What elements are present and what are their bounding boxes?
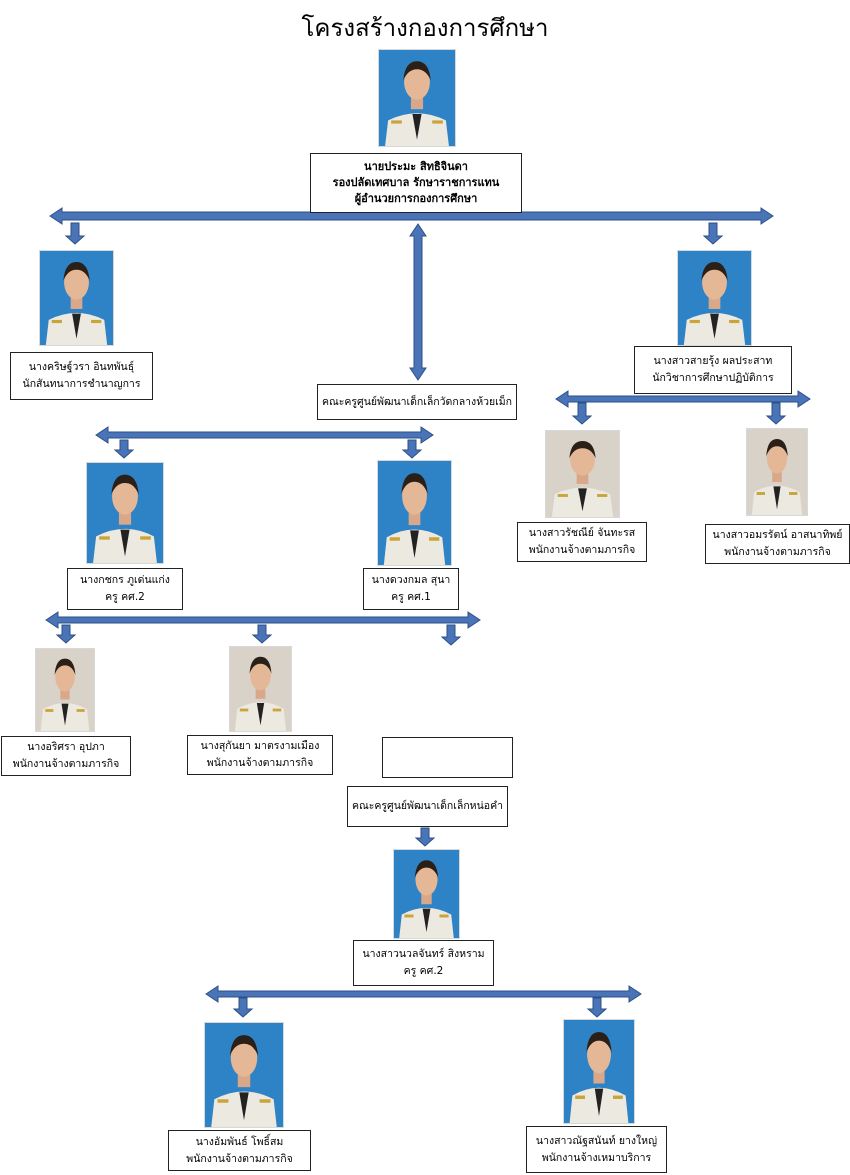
staff-b2-name: นางสาวณัฐสนันท์ ยางใหญ่: [535, 1134, 658, 1147]
staff-a1-box: นางอริศรา อุปภา พนักงานจ้างตามภารกิจ: [1, 736, 131, 776]
photo-staff-r1: [545, 430, 620, 518]
staff-a2-name: นางสุกันยา มาตรงามเมือง: [200, 740, 320, 752]
director-box: นายประมะ สิทธิจินดา รองปลัดเทศบาล รักษาร…: [310, 153, 522, 213]
center-b-label: คณะครูศูนย์พัฒนาเด็กเล็กหน่อคำ: [351, 800, 503, 812]
horizontal-arrow-15: [205, 985, 642, 1003]
down-arrow-17: [586, 997, 608, 1018]
staff-a2-position: พนักงานจ้างตามภารกิจ: [206, 757, 314, 769]
center-a-box: คณะครูศูนย์พัฒนาเด็กเล็กวัดกลางห้วยเม็ก: [317, 384, 517, 420]
staff-r2-box: นางสาวอมรรัตน์ อาสนาทิพย์ พนักงานจ้างตาม…: [705, 524, 850, 564]
photo-staff-r2: [746, 428, 808, 516]
teacher-a1-box: นางกชกร ภูเด่นแก่ง ครู คศ.2: [67, 568, 183, 610]
teacher-b1-name: นางสาวนวลจันทร์ สิงหราม: [362, 948, 485, 960]
staff-a1-name: นางอริศรา อุปภา: [27, 741, 105, 753]
teacher-a1-position: ครู คศ.2: [105, 591, 145, 603]
photo-left-officer: [39, 250, 114, 346]
empty-position-box: [382, 737, 513, 778]
horizontal-arrow-4: [555, 390, 811, 408]
right-officer-position: นักวิชาการศึกษาปฏิบัติการ: [652, 372, 774, 384]
down-arrow-16: [232, 997, 254, 1018]
center-b-box: คณะครูศูนย์พัฒนาเด็กเล็กหน่อคำ: [347, 786, 508, 827]
left-officer-name: นางคริษฐ์วรา อินทพันธุ์: [28, 361, 135, 373]
horizontal-arrow-10: [45, 611, 481, 629]
photo-teacher-a2: [377, 460, 452, 566]
staff-b1-position: พนักงานจ้างตามภารกิจ: [186, 1152, 293, 1165]
staff-r2-name: นางสาวอมรรัตน์ อาสนาทิพย์: [712, 529, 843, 541]
staff-b1-box: นางอัมพันธ์ โพธิ์สม พนักงานจ้างตามภารกิจ: [168, 1130, 311, 1171]
photo-teacher-b1: [393, 849, 460, 939]
teacher-b1-box: นางสาวนวลจันทร์ สิงหราม ครู คศ.2: [353, 940, 494, 986]
photo-staff-a2: [229, 646, 292, 732]
down-arrow-9: [401, 439, 423, 459]
staff-r2-position: พนักงานจ้างตามภารกิจ: [724, 546, 831, 558]
staff-r1-position: พนักงานจ้างตามภารกิจ: [528, 544, 636, 556]
teacher-a2-name: นางดวงกมล สุนา: [371, 574, 451, 586]
staff-b2-box: นางสาวณัฐสนันท์ ยางใหญ่ พนักงานจ้างเหมาบ…: [526, 1126, 667, 1173]
teacher-a1-name: นางกชกร ภูเด่นแก่ง: [80, 574, 170, 586]
photo-right-officer: [677, 250, 752, 346]
staff-b2-position: พนักงานจ้างเหมาบริการ: [541, 1151, 652, 1164]
staff-a2-box: นางสุกันยา มาตรงามเมือง พนักงานจ้างตามภา…: [187, 735, 333, 775]
page-title: โครงสร้างกองการศึกษา: [301, 14, 549, 42]
right-officer-box: นางสาวสายรุ้ง ผลประสาท นักวิชาการศึกษาปฏ…: [634, 346, 792, 394]
left-officer-position: นักสันทนาการชำนาญการ: [22, 378, 141, 390]
down-arrow-6: [765, 402, 787, 425]
teacher-b1-position: ครู คศ.2: [403, 965, 444, 977]
photo-staff-b1: [204, 1022, 284, 1128]
staff-r1-name: นางสาวรัชณีย์ จันทะรส: [528, 527, 636, 539]
right-officer-name: นางสาวสายรุ้ง ผลประสาท: [653, 355, 773, 367]
horizontal-arrow-7: [95, 426, 434, 444]
down-arrow-14: [414, 827, 436, 847]
photo-director: [378, 49, 456, 147]
director-name: นายประมะ สิทธิจินดา: [364, 160, 468, 173]
down-arrow-12: [251, 624, 273, 644]
down-arrow-8: [113, 439, 135, 459]
down-arrow-2: [702, 222, 724, 245]
staff-b1-name: นางอัมพันธ์ โพธิ์สม: [195, 1135, 284, 1148]
photo-staff-a1: [35, 648, 95, 732]
staff-r1-box: นางสาวรัชณีย์ จันทะรส พนักงานจ้างตามภารก…: [517, 522, 647, 562]
down-arrow-1: [64, 222, 86, 245]
down-arrow-5: [571, 402, 593, 425]
director-acting-title: ผู้อำนวยการกองการศึกษา: [354, 192, 478, 205]
director-title: รองปลัดเทศบาล รักษาราชการแทน: [332, 176, 500, 189]
center-a-label: คณะครูศูนย์พัฒนาเด็กเล็กวัดกลางห้วยเม็ก: [321, 395, 513, 408]
photo-teacher-a1: [86, 462, 164, 564]
down-arrow-13: [440, 624, 462, 646]
teacher-a2-position: ครู คศ.1: [391, 591, 431, 603]
vertical-arrow-3: [409, 223, 427, 381]
left-officer-box: นางคริษฐ์วรา อินทพันธุ์ นักสันทนาการชำนา…: [10, 352, 153, 400]
teacher-a2-box: นางดวงกมล สุนา ครู คศ.1: [363, 568, 459, 610]
horizontal-arrow-0: [49, 207, 774, 225]
photo-staff-b2: [563, 1019, 635, 1124]
staff-a1-position: พนักงานจ้างตามภารกิจ: [12, 758, 120, 770]
down-arrow-11: [55, 624, 77, 644]
